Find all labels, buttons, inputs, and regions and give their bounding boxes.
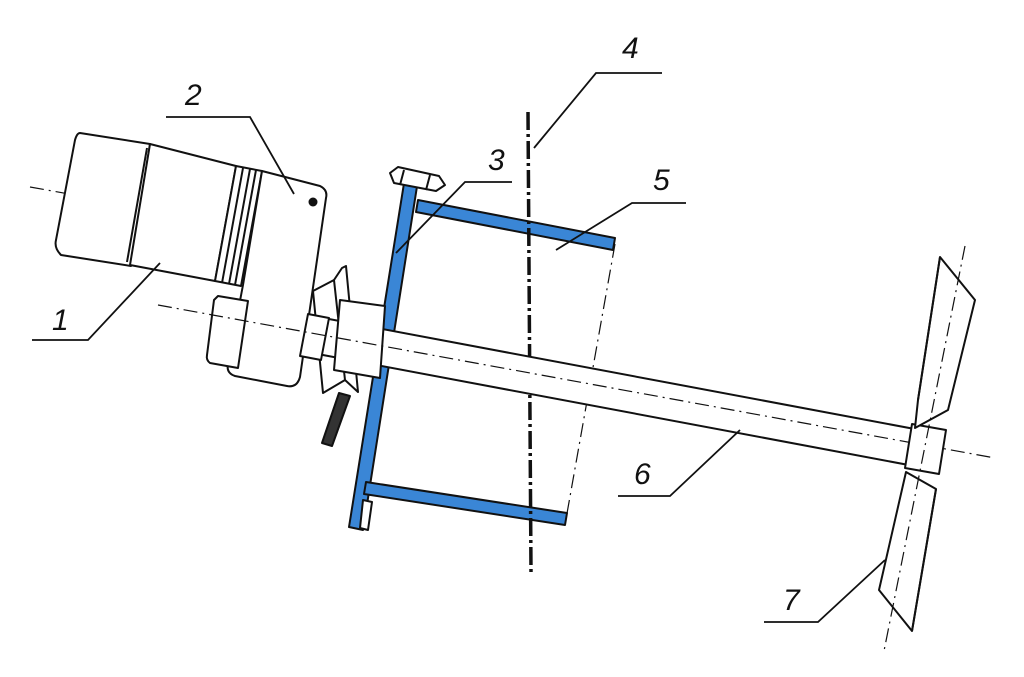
shaft-tube [333,299,386,379]
gearbox-coupling [333,265,359,393]
label-6: 6 [634,458,651,491]
shaft-body [306,315,921,467]
impeller-axis-line [883,245,966,652]
label-2: 2 [184,79,202,112]
bracket-foot [359,499,373,531]
bracket-upper-arm [415,199,616,251]
leader-6 [618,429,741,497]
shaft-collar [299,313,330,361]
vessel-axis [526,111,533,573]
label-7: 7 [783,584,801,617]
impeller-blade-upper [914,256,976,429]
label-1: 1 [52,304,69,337]
label-3: 3 [488,144,505,177]
impeller-blade-upper-edge [917,256,941,401]
vessel-axis-line [526,111,533,573]
motor [54,132,263,287]
impeller-blade-lower-edge [911,488,937,632]
gearbox-housing [226,170,328,388]
leader-4 [533,72,662,149]
bracket-clamp-nut [399,169,431,191]
impeller-hub [904,423,947,475]
lock-lever [321,392,351,447]
lock-lever-handle [321,392,351,447]
gearbox-lower-block [205,295,249,369]
motor-end-cap [54,132,151,267]
bracket-lower-arm [363,481,568,526]
bracket-clamp-bolt-icon [389,166,446,192]
leader-2 [166,116,295,195]
impeller-blade-lower [878,471,937,632]
shaft-axis-line [157,304,996,459]
leader-7 [764,559,886,623]
gearbox-bolt-icon [308,197,318,207]
leader-5 [555,202,686,251]
label-4: 4 [622,32,639,65]
leader-3 [395,181,512,254]
leader-lines [32,72,886,623]
leader-1 [32,262,161,341]
motor-rib [126,147,148,263]
motor-flange-grooves [221,167,257,286]
impeller [878,256,976,632]
label-5: 5 [653,164,670,197]
